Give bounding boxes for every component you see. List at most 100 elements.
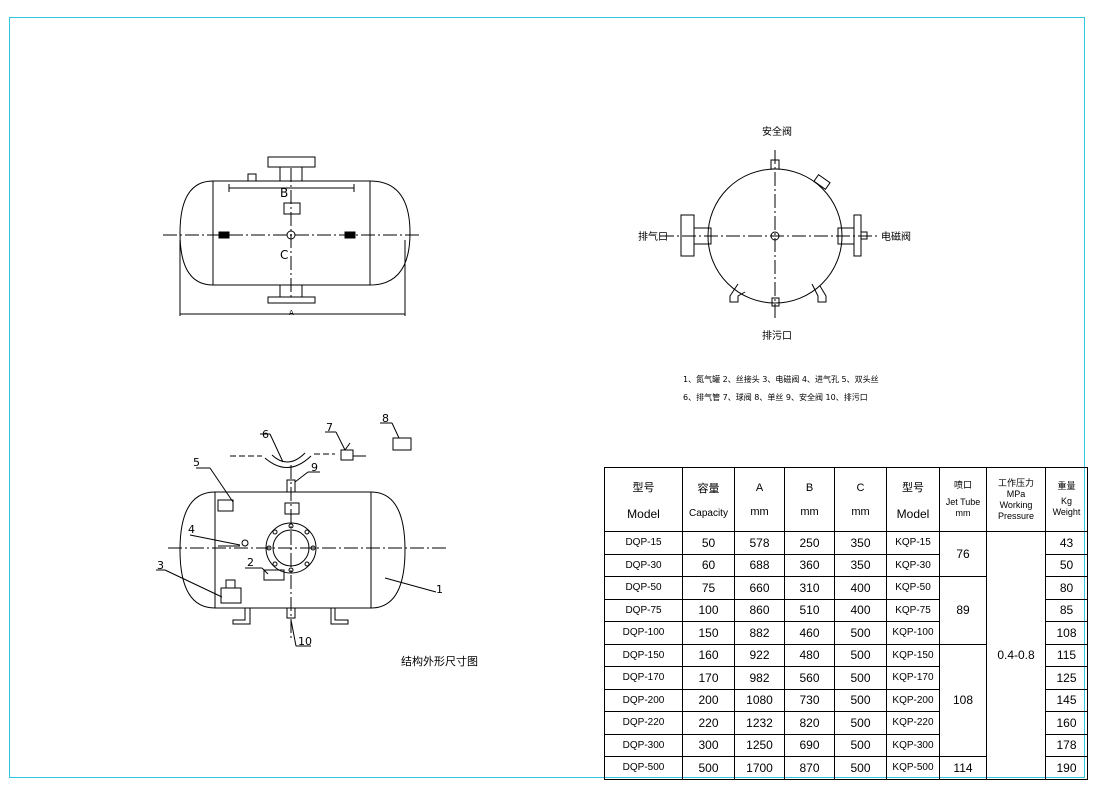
b-cell: 820 bbox=[784, 711, 835, 735]
model-cell: DQP-75 bbox=[604, 598, 683, 622]
model2-cell: KQP-220 bbox=[886, 711, 940, 735]
model-cell: DQP-200 bbox=[604, 688, 683, 712]
a-cell: 1700 bbox=[734, 756, 785, 780]
a-cell: 660 bbox=[734, 576, 785, 600]
weight-cell: 160 bbox=[1045, 711, 1088, 735]
b-cell: 510 bbox=[784, 598, 835, 622]
c-cell: 500 bbox=[834, 733, 887, 757]
model2-cell: KQP-150 bbox=[886, 643, 940, 667]
c-cell: 350 bbox=[834, 531, 887, 555]
capacity-cell: 150 bbox=[682, 621, 735, 645]
jet-tube-cell: 108 bbox=[939, 643, 987, 757]
weight-cell: 50 bbox=[1045, 553, 1088, 577]
callout-5: 5 bbox=[193, 456, 200, 469]
weight-cell: 80 bbox=[1045, 576, 1088, 600]
a-cell: 578 bbox=[734, 531, 785, 555]
model2-cell: KQP-300 bbox=[886, 733, 940, 757]
c-cell: 500 bbox=[834, 756, 887, 780]
model2-cell: KQP-30 bbox=[886, 553, 940, 577]
model-cell: DQP-100 bbox=[604, 621, 683, 645]
jet-tube-cell: 76 bbox=[939, 531, 987, 577]
a-cell: 860 bbox=[734, 598, 785, 622]
weight-cell: 108 bbox=[1045, 621, 1088, 645]
top-view-tank bbox=[163, 156, 420, 316]
top-view-dim-a: A bbox=[289, 309, 294, 317]
capacity-cell: 160 bbox=[682, 643, 735, 667]
a-cell: 1232 bbox=[734, 711, 785, 735]
capacity-cell: 60 bbox=[682, 553, 735, 577]
callout-7: 7 bbox=[326, 421, 333, 434]
c-cell: 400 bbox=[834, 598, 887, 622]
c-cell: 350 bbox=[834, 553, 887, 577]
legend-line-1: 1、氮气罐 2、丝接头 3、电磁阀 4、进气孔 5、双头丝 bbox=[683, 374, 879, 384]
callout-8: 8 bbox=[382, 412, 389, 425]
c-cell: 500 bbox=[834, 711, 887, 735]
b-cell: 460 bbox=[784, 621, 835, 645]
capacity-cell: 200 bbox=[682, 688, 735, 712]
b-cell: 690 bbox=[784, 733, 835, 757]
a-cell: 982 bbox=[734, 666, 785, 690]
capacity-cell: 300 bbox=[682, 733, 735, 757]
model-cell: DQP-30 bbox=[604, 553, 683, 577]
a-cell: 1080 bbox=[734, 688, 785, 712]
weight-cell: 190 bbox=[1045, 756, 1088, 780]
callout-9: 9 bbox=[311, 461, 318, 474]
side-view-top-label: 安全阀 bbox=[762, 125, 792, 138]
top-view-dim-b: B bbox=[280, 186, 288, 200]
weight-cell: 178 bbox=[1045, 733, 1088, 757]
a-cell: 882 bbox=[734, 621, 785, 645]
model-cell: DQP-15 bbox=[604, 531, 683, 555]
b-cell: 480 bbox=[784, 643, 835, 667]
drawing-frame bbox=[9, 17, 1085, 778]
model2-cell: KQP-100 bbox=[886, 621, 940, 645]
b-cell: 310 bbox=[784, 576, 835, 600]
model2-cell: KQP-170 bbox=[886, 666, 940, 690]
model2-cell: KQP-15 bbox=[886, 531, 940, 555]
capacity-cell: 220 bbox=[682, 711, 735, 735]
c-cell: 500 bbox=[834, 621, 887, 645]
callout-4: 4 bbox=[188, 523, 195, 536]
c-cell: 500 bbox=[834, 688, 887, 712]
model2-cell: KQP-75 bbox=[886, 598, 940, 622]
b-cell: 730 bbox=[784, 688, 835, 712]
jet-tube-cell: 114 bbox=[939, 756, 987, 780]
side-view-bottom-label: 排污口 bbox=[762, 329, 792, 342]
callout-6: 6 bbox=[262, 428, 269, 441]
capacity-cell: 50 bbox=[682, 531, 735, 555]
jet-tube-cell: 89 bbox=[939, 576, 987, 645]
a-cell: 922 bbox=[734, 643, 785, 667]
model-cell: DQP-150 bbox=[604, 643, 683, 667]
legend-line-2: 6、排气管 7、球阀 8、单丝 9、安全阀 10、排污口 bbox=[683, 392, 868, 402]
c-cell: 500 bbox=[834, 643, 887, 667]
b-cell: 870 bbox=[784, 756, 835, 780]
b-cell: 560 bbox=[784, 666, 835, 690]
weight-cell: 115 bbox=[1045, 643, 1088, 667]
model2-cell: KQP-50 bbox=[886, 576, 940, 600]
callout-2: 2 bbox=[247, 556, 254, 569]
c-cell: 400 bbox=[834, 576, 887, 600]
top-view-dim-c: C bbox=[280, 248, 288, 262]
model-cell: DQP-300 bbox=[604, 733, 683, 757]
side-view-left-label: 排气口 bbox=[638, 230, 668, 243]
b-cell: 250 bbox=[784, 531, 835, 555]
weight-cell: 145 bbox=[1045, 688, 1088, 712]
weight-cell: 85 bbox=[1045, 598, 1088, 622]
side-view-tank bbox=[660, 150, 880, 318]
a-cell: 1250 bbox=[734, 733, 785, 757]
